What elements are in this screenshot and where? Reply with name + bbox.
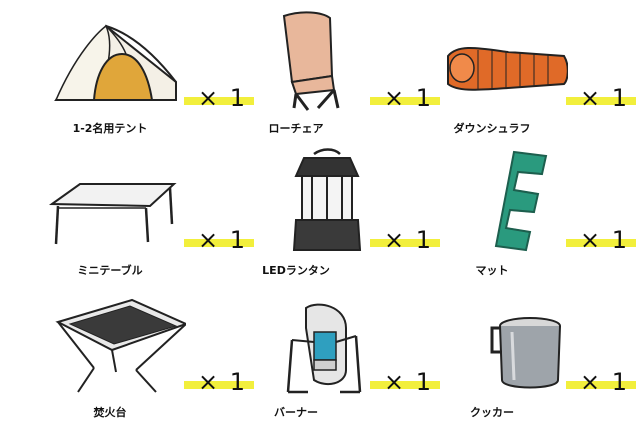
tent-icon xyxy=(36,4,186,112)
low-chair-icon xyxy=(222,4,372,112)
highlight-bar xyxy=(566,381,636,389)
item-cooker: × 1 クッカー xyxy=(392,284,636,426)
quantity-badge: × 1 xyxy=(184,84,254,112)
quantity-text: × 1 xyxy=(580,226,630,254)
item-label: LEDランタン xyxy=(262,264,330,277)
item-mat: × 1 マット xyxy=(392,142,636,284)
item-led-lantern: × 1 LEDランタン xyxy=(196,142,440,284)
quantity-text: × 1 xyxy=(580,368,630,396)
mini-table-icon xyxy=(36,146,186,254)
highlight-bar xyxy=(566,97,636,105)
item-label: バーナー xyxy=(274,406,318,419)
item-mini-table: × 1 ミニテーブル xyxy=(10,142,254,284)
quantity-badge: × 1 xyxy=(566,226,636,254)
quantity-badge: × 1 xyxy=(566,84,636,112)
item-low-chair: × 1 ローチェア xyxy=(196,0,440,142)
highlight-bar xyxy=(370,381,440,389)
item-tent: × 1 1-2名用テント xyxy=(10,0,254,142)
quantity-text: × 1 xyxy=(384,226,434,254)
highlight-bar xyxy=(566,239,636,247)
item-label: 焚火台 xyxy=(93,406,127,419)
quantity-badge: × 1 xyxy=(566,368,636,396)
sleeping-bag-icon xyxy=(418,4,568,112)
item-fire-pit: × 1 焚火台 xyxy=(10,284,254,426)
quantity-text: × 1 xyxy=(198,368,248,396)
item-sleeping-bag: × 1 ダウンシュラフ xyxy=(392,0,636,142)
item-label: ローチェア xyxy=(268,122,324,135)
item-label: クッカー xyxy=(470,406,514,419)
highlight-bar xyxy=(184,381,254,389)
burner-icon xyxy=(222,288,372,396)
led-lantern-icon xyxy=(222,146,372,254)
quantity-badge: × 1 xyxy=(184,368,254,396)
quantity-text: × 1 xyxy=(198,226,248,254)
highlight-bar xyxy=(184,239,254,247)
quantity-text: × 1 xyxy=(384,84,434,112)
quantity-badge: × 1 xyxy=(370,226,440,254)
highlight-bar xyxy=(184,97,254,105)
quantity-badge: × 1 xyxy=(370,368,440,396)
quantity-text: × 1 xyxy=(580,84,630,112)
item-label: 1-2名用テント xyxy=(72,122,148,135)
item-burner: × 1 バーナー xyxy=(196,284,440,426)
quantity-text: × 1 xyxy=(198,84,248,112)
cooker-icon xyxy=(418,288,568,396)
quantity-text: × 1 xyxy=(384,368,434,396)
quantity-badge: × 1 xyxy=(370,84,440,112)
item-label: マット xyxy=(475,264,509,277)
highlight-bar xyxy=(370,239,440,247)
fire-pit-icon xyxy=(36,288,186,396)
item-label: ダウンシュラフ xyxy=(453,122,531,135)
highlight-bar xyxy=(370,97,440,105)
mat-icon xyxy=(418,146,568,254)
item-label: ミニテーブル xyxy=(77,264,143,277)
quantity-badge: × 1 xyxy=(184,226,254,254)
